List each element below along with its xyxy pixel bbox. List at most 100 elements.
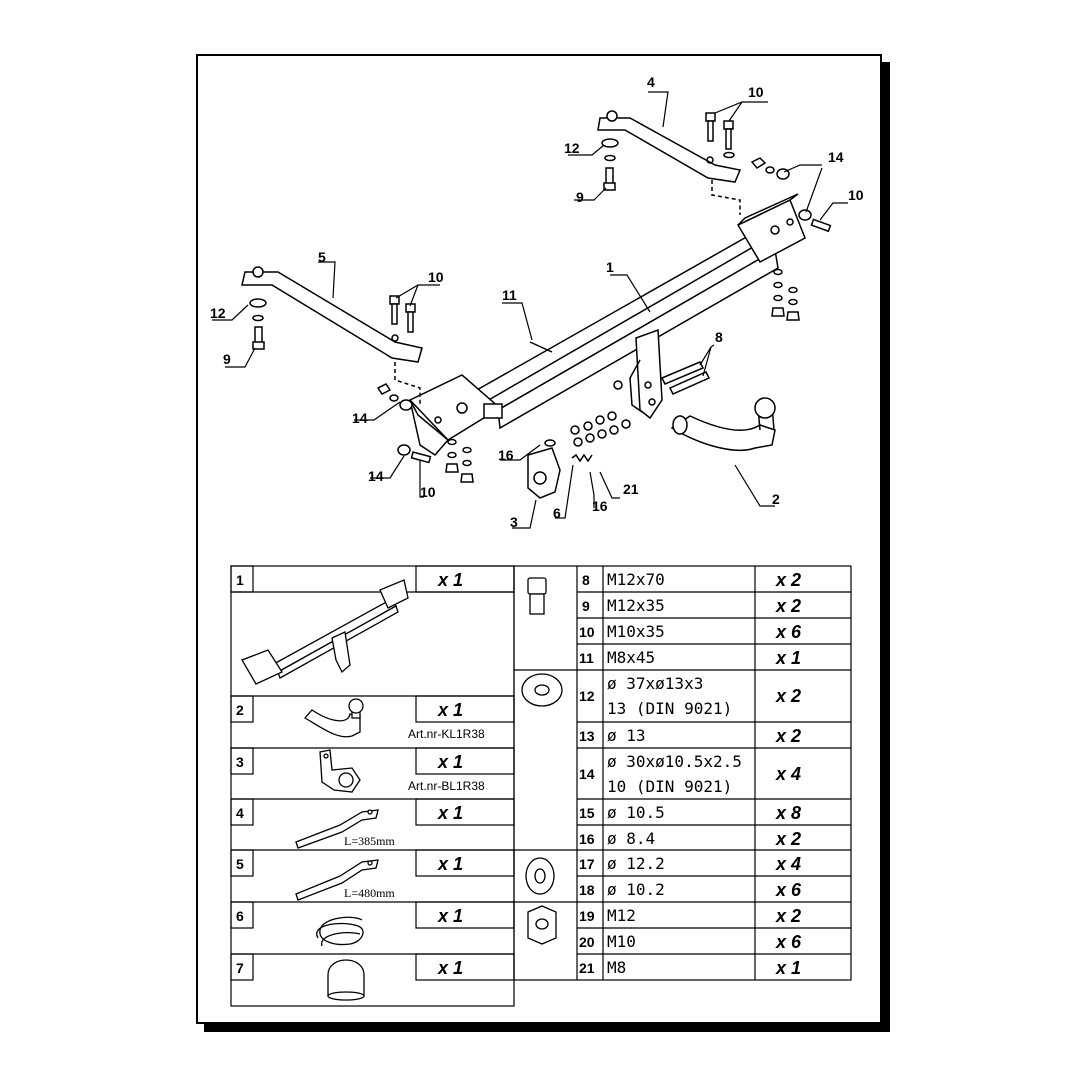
part-number: 7 [236,960,244,976]
callout-6: 6 [553,505,561,521]
part-quantity: x 2 [775,570,801,590]
part-number: 14 [579,766,595,782]
callout-12: 12 [210,305,226,321]
bolts-8 [660,361,711,395]
part-spec: ø 12.2 [607,854,665,873]
length-label: L=385mm [344,834,395,848]
part-number: 9 [582,598,590,614]
part-number: 11 [579,650,594,666]
callout-9: 9 [223,351,231,367]
part-quantity: x 2 [775,829,801,849]
part-thumbnails [241,577,563,1001]
callout-10: 10 [748,84,764,100]
part-number: 18 [579,882,595,898]
leader-lines [212,91,848,529]
washer-bolt-left [249,298,267,350]
spring-washer-icon [525,857,555,895]
part-number: 5 [236,856,244,872]
washer-bolt-top [601,138,619,191]
part-quantity: x 6 [775,932,802,952]
part-quantity: x 1 [437,700,463,720]
part-quantity: x 8 [775,803,801,823]
part-quantity: x 2 [775,726,801,746]
part-number: 17 [579,856,595,872]
exploded-view [212,91,848,529]
parts-table [230,565,852,1007]
bracket-5 [241,266,423,405]
part-quantity: x 6 [775,880,802,900]
callout-labels: 4 10 12 9 14 10 5 10 1 11 12 9 8 14 14 1… [210,74,864,530]
part-number: 21 [579,960,595,976]
thumb-tow-ball [303,698,364,738]
bolts-10-top [705,112,735,159]
part-spec: M12x35 [607,596,665,615]
callout-12: 12 [564,140,580,156]
part-number: 15 [579,805,595,821]
part-spec: M12 [607,906,636,925]
part-quantity: x 2 [775,906,801,926]
callout-1: 1 [606,259,614,275]
part-spec: ø 10.2 [607,880,665,899]
part-spec: ø 30xø10.5x2.5 [607,752,742,771]
part-spec: ø 13 [607,726,646,745]
part-quantity: x 1 [437,958,463,978]
article-number: Art.nr-BL1R38 [408,779,485,793]
tow-ball-2 [670,397,776,451]
part-quantity: x 1 [775,648,801,668]
callout-5: 5 [318,249,326,265]
part-number: 13 [579,728,595,744]
socket-plate-3 [527,447,561,499]
part-quantity: x 1 [437,803,463,823]
part-number: 10 [579,624,595,640]
callout-9: 9 [576,189,584,205]
part-quantity: x 2 [775,686,801,706]
part-spec: M10 [607,932,636,951]
thumb-bracket-5 [295,859,379,901]
part-number: 12 [579,688,595,704]
part-number: 6 [236,908,244,924]
spring-6 [571,453,593,463]
crossbar [408,193,806,456]
washer-icon [521,673,563,707]
part-quantity: x 6 [775,622,802,642]
part-spec-standard: 13 (DIN 9021) [607,699,732,718]
part-number: 20 [579,934,595,950]
part-quantity: x 1 [437,906,463,926]
callout-10: 10 [848,187,864,203]
length-label: L=480mm [344,886,395,900]
callout-16: 16 [498,447,514,463]
thumb-crossbar [241,579,409,685]
part-spec: M8x45 [607,648,655,667]
part-spec: ø 8.4 [607,829,655,848]
center-fasteners [544,380,631,447]
callout-3: 3 [510,514,518,530]
bolt-icon [527,577,547,615]
parts-left-text: 1 x 1 2 x 1 Art.nr-KL1R38 3 x 1 Art.nr-B… [236,570,485,978]
callout-2: 2 [772,491,780,507]
part-quantity: x 2 [775,596,801,616]
part-quantity: x 1 [775,958,801,978]
part-spec: ø 37xø13x3 [607,674,703,693]
part-number: 2 [236,702,244,718]
article-number: Art.nr-KL1R38 [408,727,485,741]
thumb-cap [327,959,365,1001]
part-number: 3 [236,754,244,770]
part-number: 16 [579,831,595,847]
part-quantity: x 4 [775,854,801,874]
callout-4: 4 [647,74,655,90]
part-number: 19 [579,908,595,924]
part-quantity: x 1 [437,854,463,874]
callout-21: 21 [623,481,639,497]
part-quantity: x 1 [437,570,463,590]
parts-table-right [513,565,852,981]
thumb-socket-plate [319,749,361,793]
part-spec: M12x70 [607,570,665,589]
part-quantity: x 4 [775,764,801,784]
callout-14: 14 [352,410,368,426]
thumb-spring [316,916,364,947]
callout-14: 14 [368,468,384,484]
callout-8: 8 [715,329,723,345]
part-quantity: x 1 [437,752,463,772]
part-number: 4 [236,805,244,821]
